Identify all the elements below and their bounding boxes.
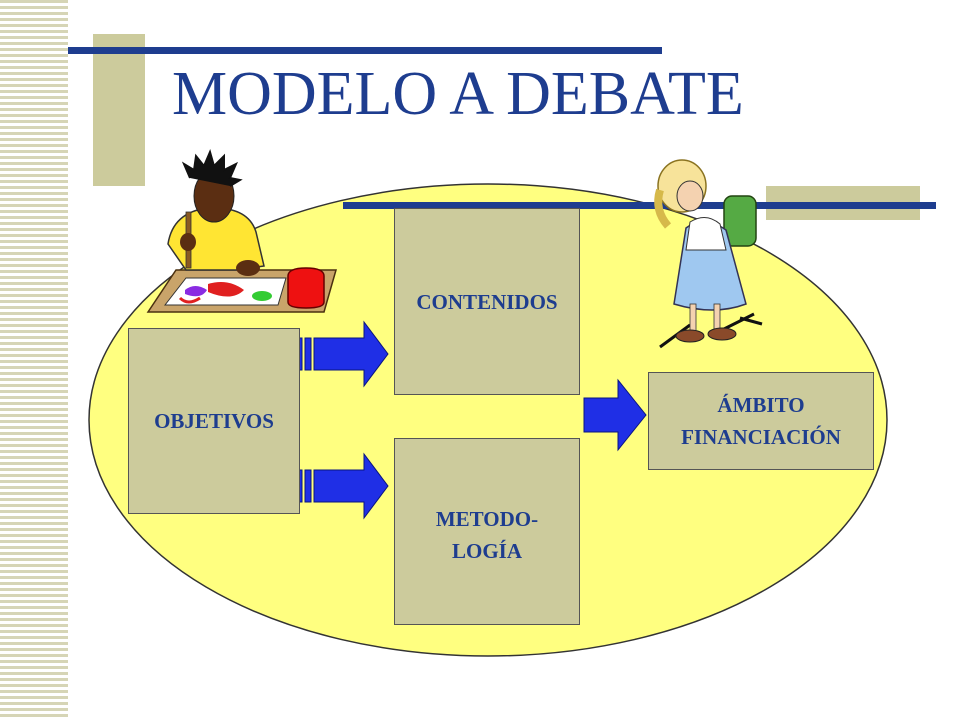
arrow-objetivos-metodologia	[297, 452, 389, 520]
node-metodologia: METODO- LOGÍA	[394, 438, 580, 625]
node-ambito-label: ÁMBITO FINANCIACIÓN	[681, 393, 841, 449]
slide-title: MODELO A DEBATE	[172, 60, 744, 128]
node-contenidos: CONTENIDOS	[394, 208, 580, 395]
node-objetivos-label: OBJETIVOS	[154, 409, 274, 433]
title-accent-bar	[68, 47, 662, 54]
node-objetivos: OBJETIVOS	[128, 328, 300, 514]
left-stripe-decoration	[0, 0, 68, 720]
arrow-to-ambito	[583, 378, 647, 452]
right-accent-bar	[343, 202, 936, 209]
node-ambito-financiacion: ÁMBITO FINANCIACIÓN	[648, 372, 874, 470]
arrow-objetivos-contenidos	[297, 320, 389, 388]
title-accent-block	[93, 34, 145, 186]
node-metodologia-label: METODO- LOGÍA	[435, 506, 539, 563]
node-contenidos-label: CONTENIDOS	[416, 289, 558, 314]
schoolgirl-backpack-clipart-icon	[654, 159, 763, 349]
child-painting-clipart-icon	[146, 149, 337, 313]
